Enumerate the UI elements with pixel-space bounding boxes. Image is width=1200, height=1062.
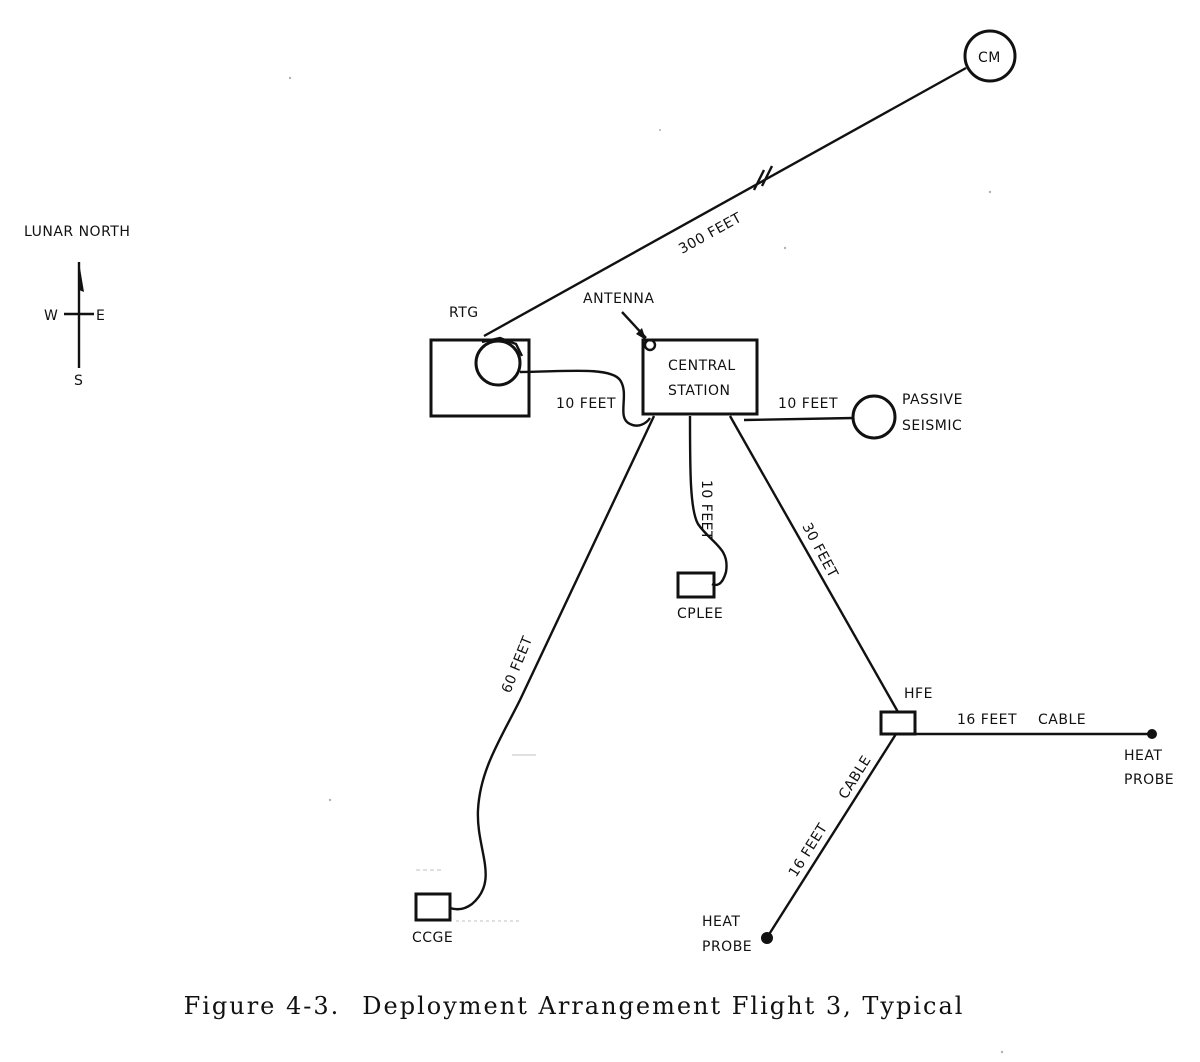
central-station-label-2: STATION: [668, 383, 731, 399]
compass: LUNAR NORTH W E S: [24, 224, 130, 389]
cable-station-to-ccge: [449, 415, 656, 911]
cable-hfe-to-south-probe: [766, 733, 898, 937]
compass-title: LUNAR NORTH: [24, 224, 130, 240]
heat-probe-east: HEAT PROBE: [1124, 729, 1174, 788]
figure-title: Deployment Arrangement Flight 3, Typical: [362, 992, 965, 1020]
passive-seismic-circle: [851, 394, 897, 440]
central-station-label-1: CENTRAL: [668, 358, 736, 374]
cable-station-to-seismic: [743, 416, 855, 422]
ccge-unit: CCGE: [412, 892, 453, 946]
heat-probe-south: HEAT PROBE: [702, 914, 773, 955]
cplee-label: CPLEE: [677, 606, 723, 622]
heat-probe-south-label-2: PROBE: [702, 939, 752, 955]
compass-south-label: S: [74, 373, 83, 389]
hfe-unit: HFE: [879, 686, 933, 736]
antenna-icon: [643, 338, 657, 352]
compass-west-label: W: [44, 308, 58, 324]
heat-probe-east-label-2: PROBE: [1124, 772, 1174, 788]
cable-label-cplee-10ft: 10 FEET: [698, 480, 714, 540]
scan-artifacts: [288, 76, 1004, 1054]
figure-number: Figure 4-3.: [183, 992, 341, 1020]
cable-label-east-cable: CABLE: [1038, 712, 1086, 728]
cm-node: CM: [963, 29, 1017, 83]
cable-label-ccge-60ft: 60 FEET: [499, 634, 536, 696]
heat-probe-south-label-1: HEAT: [702, 914, 740, 930]
central-station: CENTRAL STATION ANTENNA: [583, 291, 759, 416]
cable-line: [483, 66, 967, 338]
heat-probe-south-dot: [761, 932, 773, 944]
break-mark-icon: [752, 165, 774, 191]
heat-probe-east-dot: [1147, 729, 1157, 739]
cplee-box: [676, 571, 716, 599]
antenna-pointer-arrowhead: [636, 328, 646, 340]
cable-label-seismic-10ft: 10 FEET: [778, 396, 838, 412]
rtg-label: RTG: [449, 305, 479, 321]
rtg-unit: RTG: [429, 305, 531, 418]
hfe-box: [879, 710, 917, 736]
cm-label: CM: [978, 50, 1001, 66]
north-arrow-icon: [79, 262, 84, 292]
rtg-fin: [481, 336, 524, 357]
antenna-label: ANTENNA: [583, 291, 654, 307]
cable-rtg-to-cm: 300 FEET: [483, 66, 967, 338]
heat-probe-east-label-1: HEAT: [1124, 748, 1162, 764]
ccge-box: [414, 892, 452, 922]
passive-seismic: PASSIVE SEISMIC: [851, 392, 963, 440]
rtg-circle: [474, 339, 522, 387]
rtg-box: [429, 338, 531, 418]
ccge-label: CCGE: [412, 930, 453, 946]
cplee-unit: CPLEE: [676, 571, 723, 622]
cable-label-rtg-10ft: 10 FEET: [556, 396, 616, 412]
cable-label-300ft: 300 FEET: [676, 210, 745, 258]
cable-label-east-16ft: 16 FEET: [957, 712, 1017, 728]
figure-caption: Figure 4-3. Deployment Arrangement Flight…: [0, 992, 1170, 1020]
cable-station-to-hfe: [728, 415, 900, 713]
hfe-label: HFE: [904, 686, 933, 702]
cable-station-to-cplee: [688, 415, 728, 587]
cable-rtg-to-station: [519, 369, 651, 427]
central-station-box: [641, 338, 759, 416]
cm-circle: [963, 29, 1017, 83]
passive-seismic-label-2: SEISMIC: [902, 418, 962, 434]
passive-seismic-label-1: PASSIVE: [902, 392, 963, 408]
compass-east-label: E: [96, 308, 105, 324]
